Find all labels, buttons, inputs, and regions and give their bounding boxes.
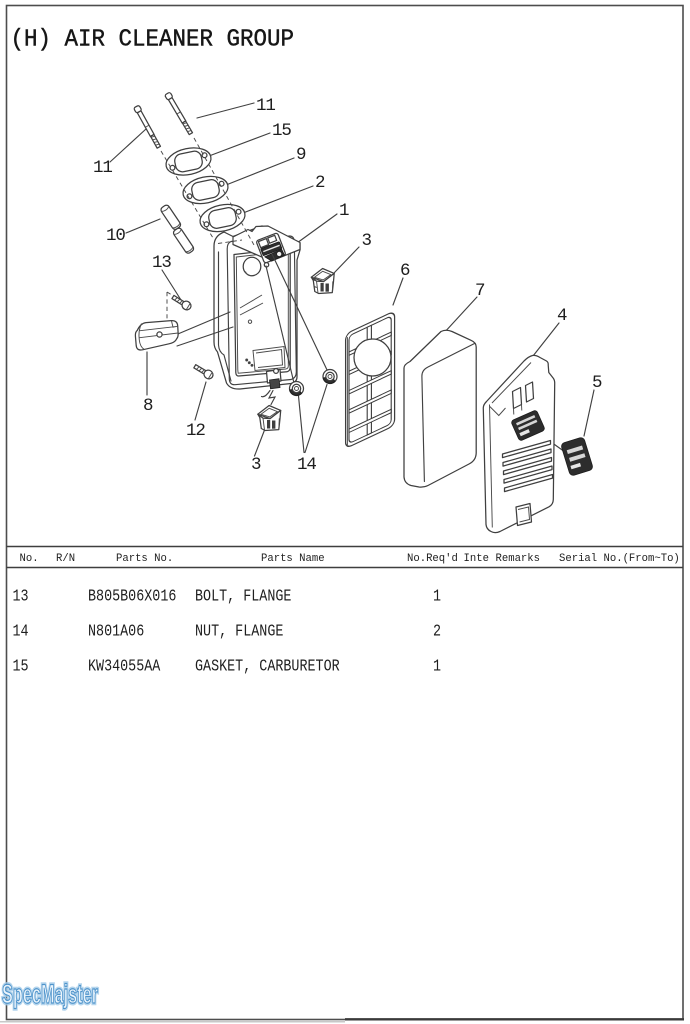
svg-text:6: 6 <box>400 261 410 281</box>
svg-text:11: 11 <box>256 96 275 116</box>
svg-text:1: 1 <box>433 588 441 605</box>
svg-text:13: 13 <box>13 588 29 605</box>
svg-text:Remarks: Remarks <box>496 553 541 565</box>
svg-text:NUT, FLANGE: NUT, FLANGE <box>195 623 283 640</box>
svg-text:8: 8 <box>143 396 153 416</box>
svg-text:9: 9 <box>296 145 306 165</box>
svg-text:B805B06X016: B805B06X016 <box>88 588 176 605</box>
svg-text:12: 12 <box>186 421 205 441</box>
svg-text:GASKET, CARBURETOR: GASKET, CARBURETOR <box>195 658 340 675</box>
svg-text:11: 11 <box>93 158 112 178</box>
svg-text:14: 14 <box>13 623 29 640</box>
svg-text:1: 1 <box>433 658 441 675</box>
svg-text:3: 3 <box>251 455 261 475</box>
svg-text:R/N: R/N <box>56 553 75 565</box>
svg-text:3: 3 <box>362 231 372 251</box>
svg-text:5: 5 <box>592 373 602 393</box>
svg-text:KW34055AA: KW34055AA <box>88 658 160 675</box>
svg-text:Parts Name: Parts Name <box>261 553 325 565</box>
svg-text:13: 13 <box>152 253 171 273</box>
svg-text:2: 2 <box>315 173 325 193</box>
svg-text:1: 1 <box>339 201 349 221</box>
svg-text:(H) AIR CLEANER GROUP: (H) AIR CLEANER GROUP <box>11 26 295 53</box>
svg-text:No.: No. <box>20 553 39 565</box>
svg-text:15: 15 <box>272 121 291 141</box>
svg-text:SpecMajster: SpecMajster <box>2 979 98 1009</box>
svg-text:BOLT, FLANGE: BOLT, FLANGE <box>195 588 291 605</box>
svg-text:10: 10 <box>106 226 125 246</box>
svg-text:2: 2 <box>433 623 441 640</box>
svg-text:No.Req'd: No.Req'd <box>407 553 458 565</box>
svg-text:14: 14 <box>297 455 316 475</box>
svg-text:N801A06: N801A06 <box>88 623 144 640</box>
svg-text:Parts No.: Parts No. <box>116 553 173 565</box>
svg-text:SpecMajster: SpecMajster <box>2 979 98 1009</box>
svg-text:15: 15 <box>13 658 29 675</box>
svg-text:Serial No.(From~To): Serial No.(From~To) <box>559 553 680 565</box>
svg-text:7: 7 <box>475 281 485 301</box>
svg-text:Inte: Inte <box>464 553 489 565</box>
svg-text:4: 4 <box>557 306 567 326</box>
